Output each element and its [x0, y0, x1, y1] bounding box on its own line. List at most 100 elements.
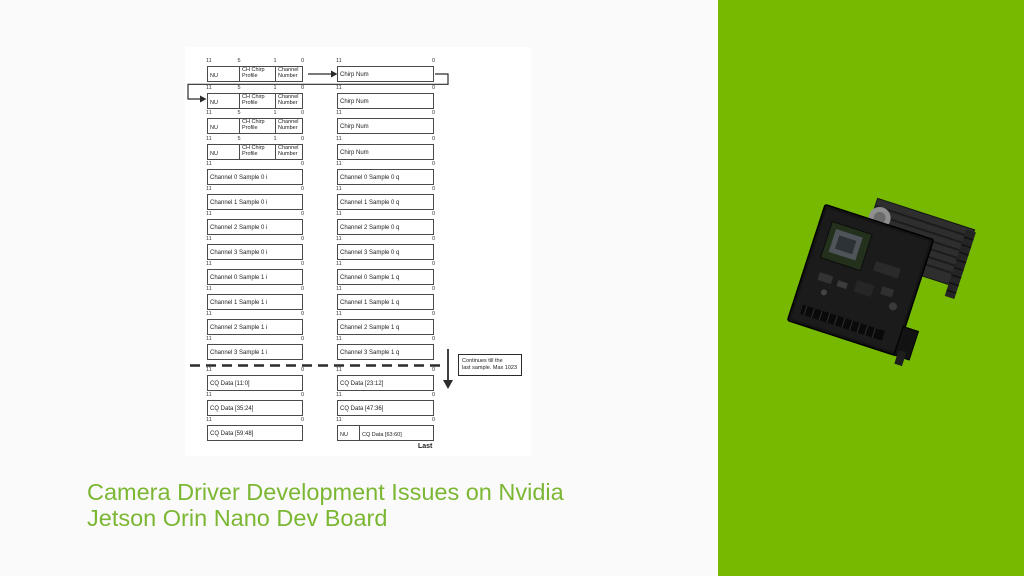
bit-label: 0	[300, 392, 304, 398]
last-label: Last	[418, 443, 433, 450]
bit-label: 11	[336, 110, 342, 116]
box-cell: Channel 3 Sample 0 i	[210, 250, 268, 256]
box-cell: Channel 1 Sample 1 q	[340, 300, 400, 306]
bit-label: 11	[206, 311, 212, 317]
box-cell: Chirp Num	[340, 72, 369, 78]
bit-label: 11	[206, 85, 212, 91]
box-cell: Channel 2 Sample 0 i	[210, 225, 268, 231]
box-cell: CH Chirp Profile	[240, 67, 276, 81]
register-box: Channel 3 Sample 0 i	[207, 244, 303, 260]
bit-label: 5	[237, 110, 241, 116]
box-cell: Channel 3 Sample 0 q	[340, 250, 400, 256]
box-cell: Channel 2 Sample 0 q	[340, 225, 400, 231]
register-box: Channel 0 Sample 1 q	[337, 269, 434, 285]
box-cell: CQ Data [59:48]	[210, 431, 254, 437]
bit-label: 11	[206, 211, 212, 217]
register-box: CQ Data [35:24]	[207, 400, 303, 416]
bit-label: 11	[206, 417, 212, 423]
bit-label: 11	[336, 186, 342, 192]
jetson-board-image	[787, 197, 976, 367]
box-cell: Channel 2 Sample 1 q	[340, 325, 400, 331]
bit-label: 0	[431, 311, 435, 317]
callout-line1: Continues till the	[462, 358, 503, 364]
bit-label: 1	[273, 110, 277, 116]
box-cell: Channel 3 Sample 1 q	[340, 350, 400, 356]
box-cell: Channel 3 Sample 1 i	[210, 350, 268, 356]
bit-label: 11	[206, 261, 212, 267]
register-box: Channel 2 Sample 0 i	[207, 219, 303, 235]
bit-label: 11	[206, 58, 212, 64]
bit-label: 0	[431, 211, 435, 217]
box-cell: NU	[208, 119, 240, 133]
register-box: Channel 3 Sample 1 i	[207, 344, 303, 360]
register-box: Chirp Num	[337, 93, 434, 109]
box-cell: NU	[208, 94, 240, 108]
box-cell: CQ Data [11:0]	[210, 381, 250, 387]
bit-label: 0	[431, 286, 435, 292]
box-cell: Channel 1 Sample 0 q	[340, 200, 400, 206]
box-cell: Chirp Num	[340, 124, 369, 130]
bit-label: 0	[300, 161, 304, 167]
bit-label: 11	[336, 417, 342, 423]
bit-label: 0	[300, 311, 304, 317]
register-box: CQ Data [11:0]	[207, 375, 303, 391]
box-cell: Channel Number	[278, 119, 299, 131]
box-cell: CQ Data [35:24]	[210, 406, 254, 412]
bit-label: 0	[431, 136, 435, 142]
bit-label: 11	[336, 85, 342, 91]
bit-label: 0	[300, 286, 304, 292]
bit-label: 1	[273, 58, 277, 64]
page-title-line1: Camera Driver Development Issues on Nvid…	[87, 479, 564, 505]
bit-label: 0	[300, 85, 304, 91]
bit-label: 0	[300, 211, 304, 217]
bit-label: 11	[336, 136, 342, 142]
continues-callout: Continues till the last sample. Max 1023	[458, 354, 522, 376]
bit-label: 11	[336, 311, 342, 317]
callout-line2: last sample. Max 1023	[462, 364, 518, 371]
register-box: CQ Data [23:12]	[337, 375, 434, 391]
bit-label: 0	[431, 161, 435, 167]
bit-label: 0	[300, 58, 304, 64]
bit-label: 11	[206, 110, 212, 116]
bit-label: 0	[300, 417, 304, 423]
register-box: Channel 3 Sample 0 q	[337, 244, 434, 260]
box-cell: CH Chirp Profile	[240, 145, 276, 159]
page-title: Camera Driver Development Issues on Nvid…	[87, 479, 667, 531]
bit-label: 0	[300, 186, 304, 192]
bit-label: 5	[237, 85, 241, 91]
register-box: Channel 1 Sample 1 q	[337, 294, 434, 310]
bit-label: 0	[431, 336, 435, 342]
bit-label: 1	[273, 136, 277, 142]
bit-label: 11	[206, 336, 212, 342]
bit-label: 11	[336, 236, 342, 242]
register-box: Channel 1 Sample 1 i	[207, 294, 303, 310]
box-cell: Channel 1 Sample 1 i	[210, 300, 268, 306]
bit-label: 11	[336, 367, 342, 373]
bit-label: 0	[431, 367, 435, 373]
bit-label: 0	[431, 110, 435, 116]
bit-label: 0	[300, 236, 304, 242]
bit-label: 0	[300, 110, 304, 116]
box-cell: Channel 0 Sample 0 i	[210, 175, 268, 181]
bit-label: 11	[206, 392, 212, 398]
register-box: Channel 0 Sample 1 i	[207, 269, 303, 285]
bit-label: 11	[206, 367, 212, 373]
bit-label: 0	[431, 261, 435, 267]
register-box: Channel 2 Sample 0 q	[337, 219, 434, 235]
green-panel	[718, 0, 1024, 576]
register-box: Channel 1 Sample 0 q	[337, 194, 434, 210]
register-box: Chirp Num	[337, 118, 434, 134]
box-cell: CH Chirp Profile	[240, 119, 276, 133]
bit-label: 0	[300, 336, 304, 342]
box-cell: Channel Number	[278, 145, 299, 157]
box-cell: CH Chirp Profile	[240, 94, 276, 108]
bit-label: 0	[431, 236, 435, 242]
box-cell: Chirp Num	[340, 150, 369, 156]
bit-label: 11	[336, 58, 342, 64]
